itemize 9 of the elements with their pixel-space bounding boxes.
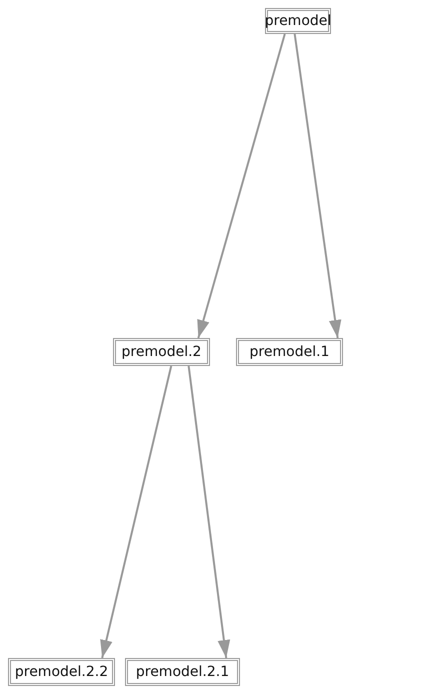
arrow [100, 366, 172, 658]
arrow [294, 34, 342, 338]
node-box: premodel.2.2 [8, 658, 115, 686]
node-box: premodel [265, 8, 331, 34]
node-box: premodel.2 [113, 338, 210, 366]
node-box: premodel.1 [236, 338, 343, 366]
arrow [197, 34, 286, 338]
node-box: premodel.2.1 [125, 658, 240, 686]
arrow [188, 366, 230, 658]
